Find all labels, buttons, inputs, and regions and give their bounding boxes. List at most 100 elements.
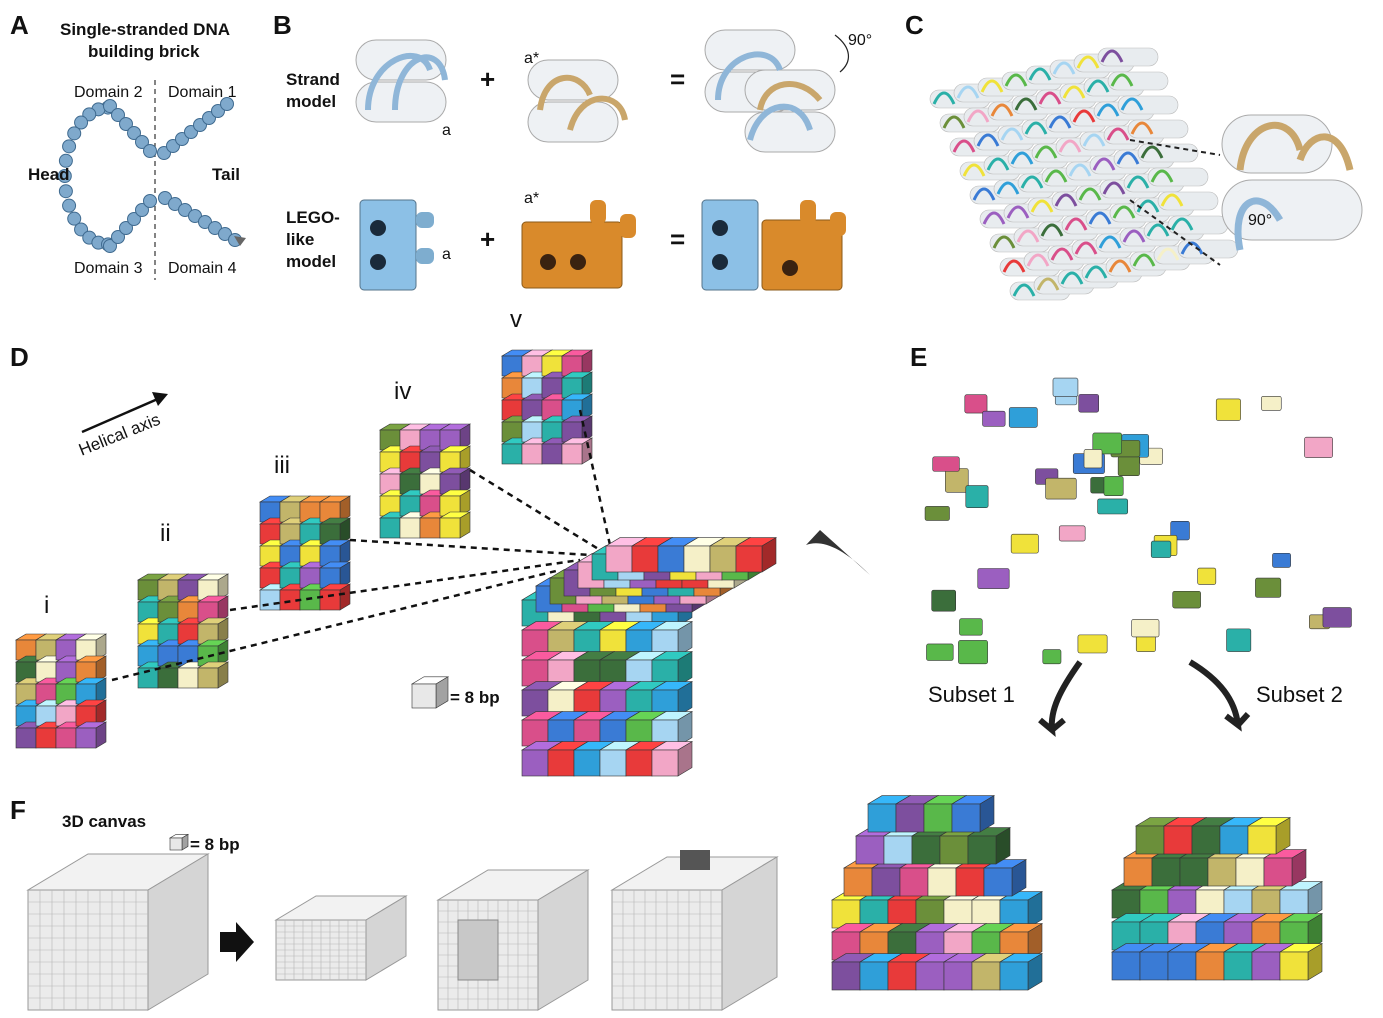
strand-arc [1010, 151, 1034, 165]
strand-arc [1086, 79, 1110, 93]
strand-plus-sign: + [480, 64, 496, 94]
dna-bead [62, 198, 77, 213]
carved-hole [680, 850, 710, 870]
cube-brick [650, 681, 694, 717]
subset-2-label: Subset 2 [1256, 682, 1343, 707]
zoom-inset [1221, 114, 1363, 251]
assembly-arrow [806, 530, 870, 575]
loose-brick [1322, 607, 1352, 628]
loose-brick [1078, 394, 1099, 413]
dna-bead [103, 239, 117, 253]
cube-brick [650, 741, 694, 777]
cube-front-face [871, 867, 901, 897]
strand-arc [1146, 223, 1170, 237]
cube-front-face [657, 545, 685, 573]
dna-bead [143, 144, 157, 158]
layer-5 [500, 349, 594, 465]
cube-front-face [573, 749, 601, 777]
cube-front-face [625, 749, 653, 777]
lego-hole [540, 254, 556, 270]
cube-front-face [683, 545, 711, 573]
strand-arc [1054, 193, 1078, 207]
cube-front-face [521, 749, 549, 777]
dna-bead [127, 212, 141, 226]
cube-front-face [1207, 857, 1237, 887]
strand-arc [990, 103, 1014, 117]
helix-cylinder [704, 29, 796, 71]
carved-shape-3 [610, 856, 779, 1011]
loose-brick [1304, 436, 1333, 458]
loose-brick [1008, 407, 1038, 428]
cube-front-face [1263, 857, 1293, 887]
cube-front-face [521, 443, 543, 465]
strand-arc [1044, 169, 1068, 183]
helix-bundle [929, 47, 1239, 301]
cube-front-face [501, 443, 523, 465]
strand-arc [1064, 217, 1088, 231]
strand-arc [1126, 175, 1150, 189]
strand-arc [1038, 91, 1062, 105]
cube-front-face [843, 867, 873, 897]
loose-brick [1042, 649, 1062, 665]
cube-front-face [419, 517, 441, 539]
strand-arc [1006, 205, 1030, 219]
lego-hole [570, 254, 586, 270]
subset-brick [970, 953, 1016, 991]
strand-arc [1078, 187, 1102, 201]
helix-cylinder [1147, 167, 1209, 187]
cube-front-face [999, 961, 1029, 991]
loose-brick [1197, 567, 1217, 585]
helix-cylinder [1107, 71, 1169, 91]
strand-arc [1116, 151, 1140, 165]
canvas-cube [26, 853, 210, 1011]
cube-front-face [299, 589, 321, 611]
layer-iii-label: iii [274, 452, 290, 479]
cube-front-face [1235, 857, 1265, 887]
layer-v-label: v [510, 306, 522, 333]
lego-hole [370, 220, 386, 236]
layer-brick [196, 617, 230, 645]
layer-1 [14, 633, 108, 749]
cube-front-face [951, 803, 981, 833]
loose-brick [1103, 476, 1124, 496]
cube-front-face [55, 727, 77, 749]
strand-arc [1108, 259, 1132, 273]
cube-front-face [967, 835, 997, 865]
cube-front-face [1151, 857, 1181, 887]
cube-front-face [599, 749, 627, 777]
subset-brick [1246, 817, 1292, 855]
loose-brick [1261, 396, 1282, 411]
cube-front-face [547, 749, 575, 777]
helix-cylinder [1117, 95, 1179, 115]
layer-brick [560, 437, 594, 465]
strand-combined-tan [757, 81, 823, 111]
strand-arc [1098, 235, 1122, 249]
layer-brick [196, 573, 230, 601]
loose-brick [931, 589, 956, 612]
cube-front-face [927, 867, 957, 897]
loose-brick [1083, 449, 1103, 469]
lego-combined-blue [701, 199, 759, 291]
lego-peg [416, 212, 434, 228]
layer-brick [318, 539, 352, 567]
cube-front-face [859, 961, 889, 991]
dna-bead [67, 126, 82, 141]
loose-brick [1045, 477, 1077, 500]
strand-arc [1026, 253, 1050, 267]
cube-front-face [983, 867, 1013, 897]
cube-front-face [169, 837, 183, 851]
layer-connector [229, 558, 581, 612]
layer-brick [318, 495, 352, 523]
cube-front-face [15, 727, 37, 749]
layer-brick [318, 561, 352, 589]
cube-front-face [197, 667, 219, 689]
cube-front-face [177, 667, 199, 689]
helix-cylinder [1177, 239, 1239, 259]
strand-arc [1034, 145, 1058, 159]
strand-arc [982, 211, 1006, 225]
subset-1-label: Subset 1 [928, 682, 1015, 707]
helix-cylinder [1097, 47, 1159, 67]
strand-a-label: a [442, 122, 451, 139]
subset-brick [998, 953, 1044, 991]
